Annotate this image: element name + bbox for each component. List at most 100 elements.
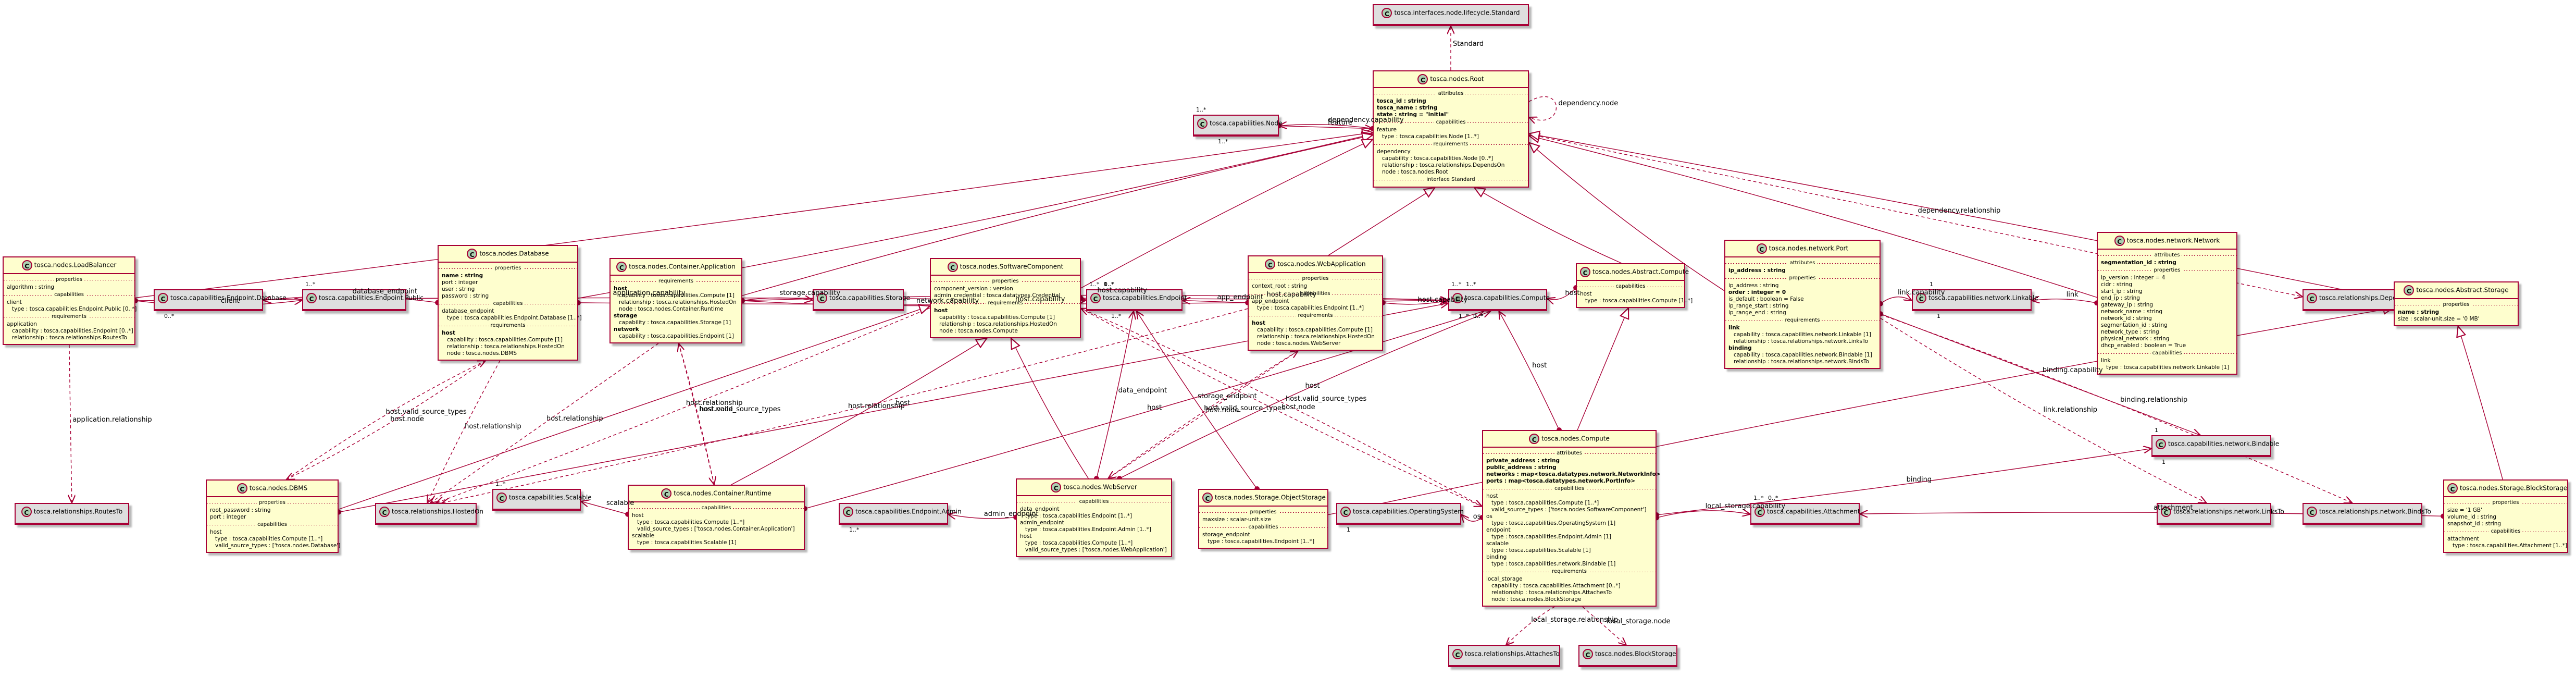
member-line: ports : map<tosca.datatypes.network.Port… xyxy=(1486,478,1636,484)
edge-40 xyxy=(1657,511,1750,518)
section-separator: requirements xyxy=(1374,141,1528,147)
class-title: tosca.nodes.Compute xyxy=(1541,435,1610,442)
edge-label: scalable xyxy=(606,499,634,508)
member-line: binding xyxy=(1728,345,1752,351)
multiplicity-label: 1..* xyxy=(1466,281,1476,288)
multiplicity-label: 1..* xyxy=(1104,281,1114,288)
member-line: link xyxy=(1728,325,1740,331)
member-line: host xyxy=(614,286,627,292)
section-separator: properties xyxy=(439,265,577,272)
member-line: type : tosca.capabilities.OperatingSyste… xyxy=(1491,520,1616,526)
edge-label: os xyxy=(1473,512,1481,521)
class-circle-icon: C xyxy=(1051,482,1062,493)
member-line: node : tosca.nodes.Root xyxy=(1382,169,1448,175)
class-title: tosca.relationships.DependsOn xyxy=(2319,294,2417,302)
class-circle-icon: C xyxy=(616,262,627,272)
multiplicity-label: 1..* xyxy=(1111,313,1122,319)
class-circle-icon: C xyxy=(21,260,32,270)
class-title: tosca.capabilities.Endpoint.Database xyxy=(170,294,287,302)
edge-label: app_endpoint xyxy=(1217,293,1264,301)
class-title: tosca.nodes.LoadBalancer xyxy=(34,261,117,269)
member-line: relationship : tosca.relationships.Hoste… xyxy=(1257,334,1375,340)
edge-43 xyxy=(1657,449,2151,515)
edge-label: host.capability xyxy=(1266,291,1316,299)
member-line: valid_source_types : ['tosca.nodes.WebAp… xyxy=(1025,547,1167,553)
class-circle-icon: C xyxy=(1583,649,1593,659)
class-circle-icon: C xyxy=(1417,74,1428,84)
member-line: public_address : string xyxy=(1486,464,1557,471)
class-circle-icon: C xyxy=(1090,293,1101,303)
member-line: capability : tosca.capabilities.Storage … xyxy=(619,319,731,326)
section-label: properties xyxy=(2441,302,2472,307)
member-line: node : tosca.nodes.Container.Runtime xyxy=(619,306,724,312)
edge-label: binding.capability xyxy=(2042,366,2103,374)
member-line: type : tosca.capabilities.Compute [1..*] xyxy=(215,536,323,542)
multiplicity-label: 1..* xyxy=(1104,281,1114,288)
member-line: ip_address : string xyxy=(1728,267,1786,274)
member-line: private_address : string xyxy=(1486,458,1560,464)
edge-label: host.valid_source_types xyxy=(385,408,467,416)
class-circle-icon: C xyxy=(843,507,853,517)
edge-label: host.relationship xyxy=(465,423,521,431)
section-separator: properties xyxy=(1249,276,1382,282)
edge-label: link xyxy=(2066,290,2079,299)
class-title: tosca.nodes.SoftwareComponent xyxy=(960,263,1064,270)
member-line: physical_network : string xyxy=(2101,336,2170,342)
member-line: storage_endpoint xyxy=(1202,532,1250,538)
member-line: host xyxy=(442,330,455,336)
edge-label: host.node xyxy=(1281,403,1315,411)
member-line: type : tosca.capabilities.Scalable [1] xyxy=(1491,547,1591,553)
edge-3 xyxy=(1529,96,1557,120)
section-separator: attributes xyxy=(1374,91,1528,97)
member-line: type : tosca.capabilities.Attachment [1.… xyxy=(2453,543,2567,549)
section-separator: interface Standard xyxy=(1374,177,1528,183)
member-line: node : tosca.nodes.BlockStorage xyxy=(1491,596,1582,602)
member-line: scalable xyxy=(632,533,655,539)
section-separator: requirements xyxy=(611,278,741,285)
member-line: capability : tosca.capabilities.Compute … xyxy=(619,292,735,299)
member-line: database_endpoint xyxy=(442,308,494,314)
edge-16 xyxy=(2032,299,2097,303)
edge-47 xyxy=(1582,606,1626,645)
class-title: tosca.capabilities.Storage xyxy=(829,294,911,302)
class-circle-icon: C xyxy=(1529,434,1540,444)
edge-label: Standard xyxy=(1453,40,1484,48)
section-separator: properties xyxy=(207,500,338,506)
class-title: tosca.nodes.WebApplication xyxy=(1277,260,1366,268)
class-title: tosca.relationships.network.LinksTo xyxy=(2173,508,2284,515)
class-title: tosca.relationships.HostedOn xyxy=(392,508,484,515)
member-line: ip_range_start : string xyxy=(1728,303,1789,309)
member-line: capability : tosca.capabilities.network.… xyxy=(1734,331,1871,338)
member-line: network xyxy=(614,326,639,333)
class-title: tosca.capabilities.network.Bindable xyxy=(2168,440,2280,448)
edge-label: client xyxy=(221,297,240,305)
edge-label: host.relationship xyxy=(686,399,743,408)
member-line: segmentation_id : string xyxy=(2101,260,2176,266)
section-separator: properties xyxy=(2444,500,2567,506)
member-line: tosca_id : string xyxy=(1377,98,1426,104)
member-line: tosca_name : string xyxy=(1377,105,1438,111)
class-circle-icon: C xyxy=(661,488,672,499)
member-line: type : tosca.capabilities.network.Linkab… xyxy=(2106,364,2230,371)
